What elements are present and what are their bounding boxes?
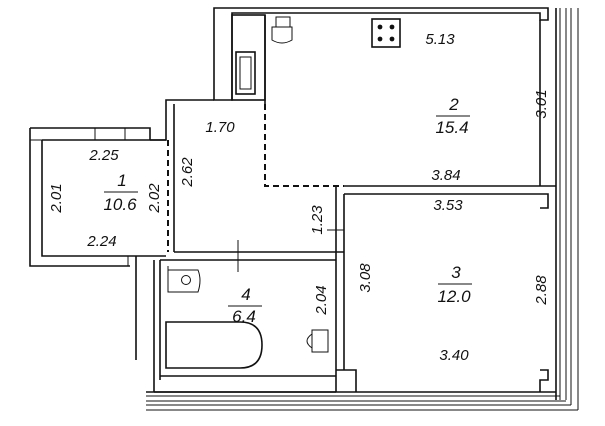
outer-walls [146,7,579,411]
room-2-walls [264,15,556,187]
room-2-area: 15.4 [435,118,468,137]
dim-room3-right: 2.88 [533,275,550,306]
room-2-label: 2 15.4 [435,95,470,137]
dim-hall-lower: 1.23 [309,205,326,235]
toilet-icon [306,329,329,353]
vent-shaft-icon [235,51,256,95]
room-4-number: 4 [241,285,250,304]
room-4-area: 6.4 [232,307,256,326]
dim-room3-left: 3.08 [357,263,374,293]
dim-room2-top: 5.13 [425,31,455,48]
room-3-walls [327,186,549,392]
room-1-number: 1 [117,171,126,190]
bathtub-icon [165,321,263,369]
kitchen-sink-icon [271,16,293,44]
dim-room2-bottom: 3.84 [431,167,460,184]
dim-room2-right: 3.01 [533,89,550,118]
dim-room1-left: 2.01 [48,183,65,213]
dim-room1-right: 2.02 [146,183,163,214]
dim-room3-top: 3.53 [433,197,463,214]
dim-hall-top: 1.70 [205,119,235,136]
dim-room1-top: 2.25 [88,147,119,164]
room-1-label: 1 10.6 [103,171,138,214]
room-3-number: 3 [451,263,461,282]
bathroom-walls [135,240,336,393]
dim-hall-left: 2.62 [179,157,196,188]
room-4-label: 4 6.4 [228,285,262,326]
washbasin-icon [167,266,201,293]
dim-bath-right: 2.04 [313,285,330,315]
room-3-area: 12.0 [437,287,471,306]
dim-room1-bottom: 2.24 [86,233,116,250]
stove-icon [371,18,401,48]
room-1-walls [29,127,169,267]
room-3-label: 3 12.0 [437,263,472,306]
dim-room3-bottom: 3.40 [439,347,469,364]
room-2-number: 2 [448,95,459,114]
room-1-area: 10.6 [103,195,137,214]
